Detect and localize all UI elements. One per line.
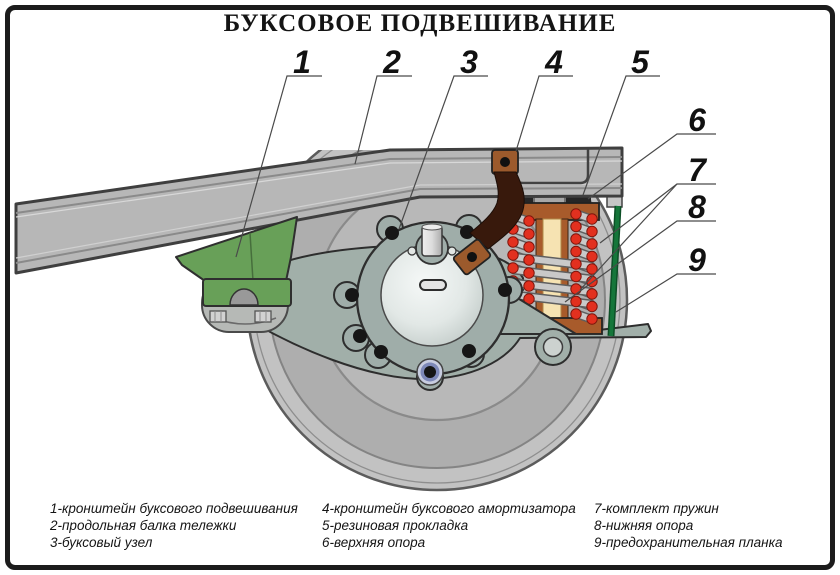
spring-set [507, 208, 598, 325]
page-title: БУКСОВОЕ ПОДВЕШИВАНИЕ [223, 10, 617, 37]
callout-lines [235, 75, 716, 313]
damper-lower-clamp [452, 238, 492, 276]
callout-8: 8 [688, 189, 706, 225]
legend-item-7: 7-комплект пружин [594, 501, 719, 516]
beam-bottom-highlight [15, 183, 623, 259]
hub-bolts [345, 225, 512, 359]
clamp-feet [209, 310, 272, 323]
legend-item-4: 4-кронштейн буксового амортизатора [322, 501, 576, 516]
legend-column-3: 7-комплект пружин 8-нижняя опора 9-предо… [594, 500, 782, 551]
callout-4: 4 [544, 44, 563, 80]
legend-column-2: 4-кронштейн буксового амортизатора 5-рез… [322, 500, 576, 551]
callout-numbers: 1 2 3 4 5 6 7 8 9 [293, 44, 708, 278]
beam-top-highlight [15, 160, 623, 218]
filler-neck-cap [421, 223, 443, 231]
callout-5: 5 [631, 44, 650, 80]
legend-item-8: 8-нижняя опора [594, 518, 694, 533]
collar-screw-left [407, 246, 417, 256]
hub-slot [419, 279, 447, 291]
arm-lug-hole [542, 336, 564, 358]
legend-item-1: 1-кронштейн буксового подвешивания [50, 501, 298, 516]
clamp-dome [229, 288, 259, 306]
callout-9: 9 [688, 242, 706, 278]
callout-2: 2 [382, 44, 401, 80]
callout-1: 1 [293, 44, 311, 80]
callout-3: 3 [460, 44, 478, 80]
beam-bottom-band [15, 187, 623, 264]
damper-group [452, 149, 525, 276]
suspension-bracket [175, 216, 298, 333]
callouts: 1 2 3 4 5 6 7 8 9 [235, 44, 716, 313]
legend-item-2: 2-продольная балка тележки [50, 518, 237, 533]
damper-upper-bolt [500, 157, 510, 167]
legend-item-5: 5-резиновая прокладка [322, 518, 469, 533]
collar-screw-right [447, 246, 457, 256]
bracket-edge-line [249, 232, 254, 282]
damper-strap [469, 171, 525, 250]
beam-top-band [15, 156, 623, 214]
legend-item-6: 6-верхняя опора [322, 535, 426, 550]
post-guide-right [560, 218, 569, 323]
beam-body [14, 146, 624, 275]
hub-bottom-bolt [424, 366, 436, 378]
legend-item-9: 9-предохранительная планка [594, 535, 783, 550]
legend-column-1: 1-кронштейн буксового подвешивания 2-про… [50, 500, 298, 551]
legend-item-3: 3-буксовый узел [50, 535, 153, 550]
callout-7: 7 [688, 152, 708, 188]
callout-6: 6 [688, 102, 706, 138]
safety-strip [609, 205, 620, 337]
